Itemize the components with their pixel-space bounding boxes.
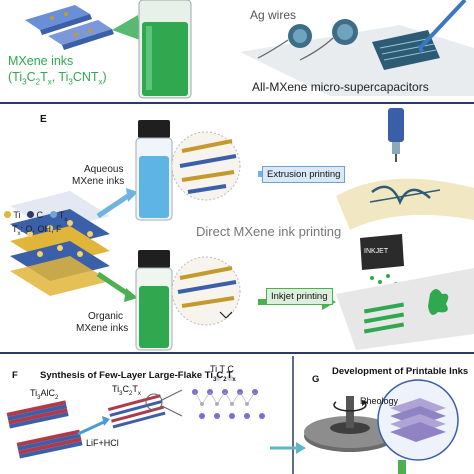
aqueous-ink-vial: [135, 120, 173, 221]
organic-label: Organic: [88, 311, 124, 322]
panel-fg: F Synthesis of Few-Layer Large-Flake Ti3…: [0, 356, 474, 474]
center-caption: Direct MXene ink printing: [196, 224, 342, 239]
c-dot-icon: [27, 211, 35, 218]
mxene-flake-stack: [377, 379, 459, 461]
green-ink-vial: [138, 0, 192, 99]
organic-zoom-circle: [171, 256, 241, 326]
ti-dot-icon: [4, 211, 11, 218]
inkjet-printing-label: Inkjet printing: [266, 288, 333, 305]
extrusion-printer-illustration: [336, 108, 474, 230]
inkjet-cartridge-label: INKJET: [364, 248, 389, 255]
aqueous-zoom-circle: [171, 131, 241, 201]
micro-supercapacitor-devices: [240, 0, 474, 96]
top-panel: MXene inks (Ti3C2Tx, Ti3CNTx) Ag wires A…: [0, 0, 474, 104]
supercapacitor-caption: All-MXene micro-supercapacitors: [252, 80, 429, 94]
reagent-label: LiF+HCl: [86, 438, 119, 448]
mxene-inks-label: MXene inks: [8, 54, 74, 68]
panel-fg-artwork: [6, 356, 459, 474]
top-panel-artwork: [25, 0, 474, 99]
mxene-formula-label: (Ti3C2Tx, Ti3CNTx): [8, 70, 107, 87]
rheometer-illustration: [304, 396, 396, 452]
organic-label-2: MXene inks: [76, 323, 129, 334]
beam-shape: [112, 15, 140, 40]
panel-e-artwork: [10, 108, 474, 351]
arrow-to-organic: [96, 271, 130, 297]
panel-f-title: Synthesis of Few-Layer Large-Flake Ti3C2…: [40, 370, 236, 383]
etching-arrow: [77, 420, 105, 436]
ti3alc2-particles: [6, 400, 83, 459]
organic-ink-vial: [135, 250, 173, 351]
ti3c2tx-particles: [107, 394, 166, 429]
mxene-crystal-slab: [10, 191, 110, 296]
ti3c2tx-label: Ti3C2Tx: [112, 384, 141, 397]
inkjet-printer-illustration: [336, 234, 474, 350]
element-labels: Ti T C: [210, 364, 234, 374]
extrusion-printing-label: Extrusion printing: [262, 166, 346, 183]
ti3alc2-label: Ti3AlC2: [30, 388, 59, 401]
down-arrow-stem: [398, 460, 406, 474]
ag-wires-label: Ag wires: [250, 8, 297, 22]
panel-f-letter: F: [12, 370, 18, 381]
rheology-label: Rheology: [360, 396, 399, 406]
mxene-flakes-illustration: [25, 5, 114, 50]
atomic-lattice: [192, 375, 265, 419]
panel-g-title: Development of Printable Inks: [332, 366, 469, 377]
zoom-circle: [145, 393, 163, 411]
panel-g-letter: G: [312, 374, 320, 385]
panel-e: E Aqueous MXene inks Organic MXene inks …: [0, 106, 474, 354]
aqueous-label-2: MXene inks: [72, 176, 125, 187]
arrow-to-aqueous: [96, 193, 130, 219]
termination-legend: Tx: O, OH, F: [12, 224, 62, 237]
tx-dot-icon: [49, 211, 57, 218]
aqueous-label: Aqueous: [84, 164, 124, 175]
element-legend: Ti C Tx: [4, 210, 67, 223]
panel-e-letter: E: [40, 114, 47, 125]
